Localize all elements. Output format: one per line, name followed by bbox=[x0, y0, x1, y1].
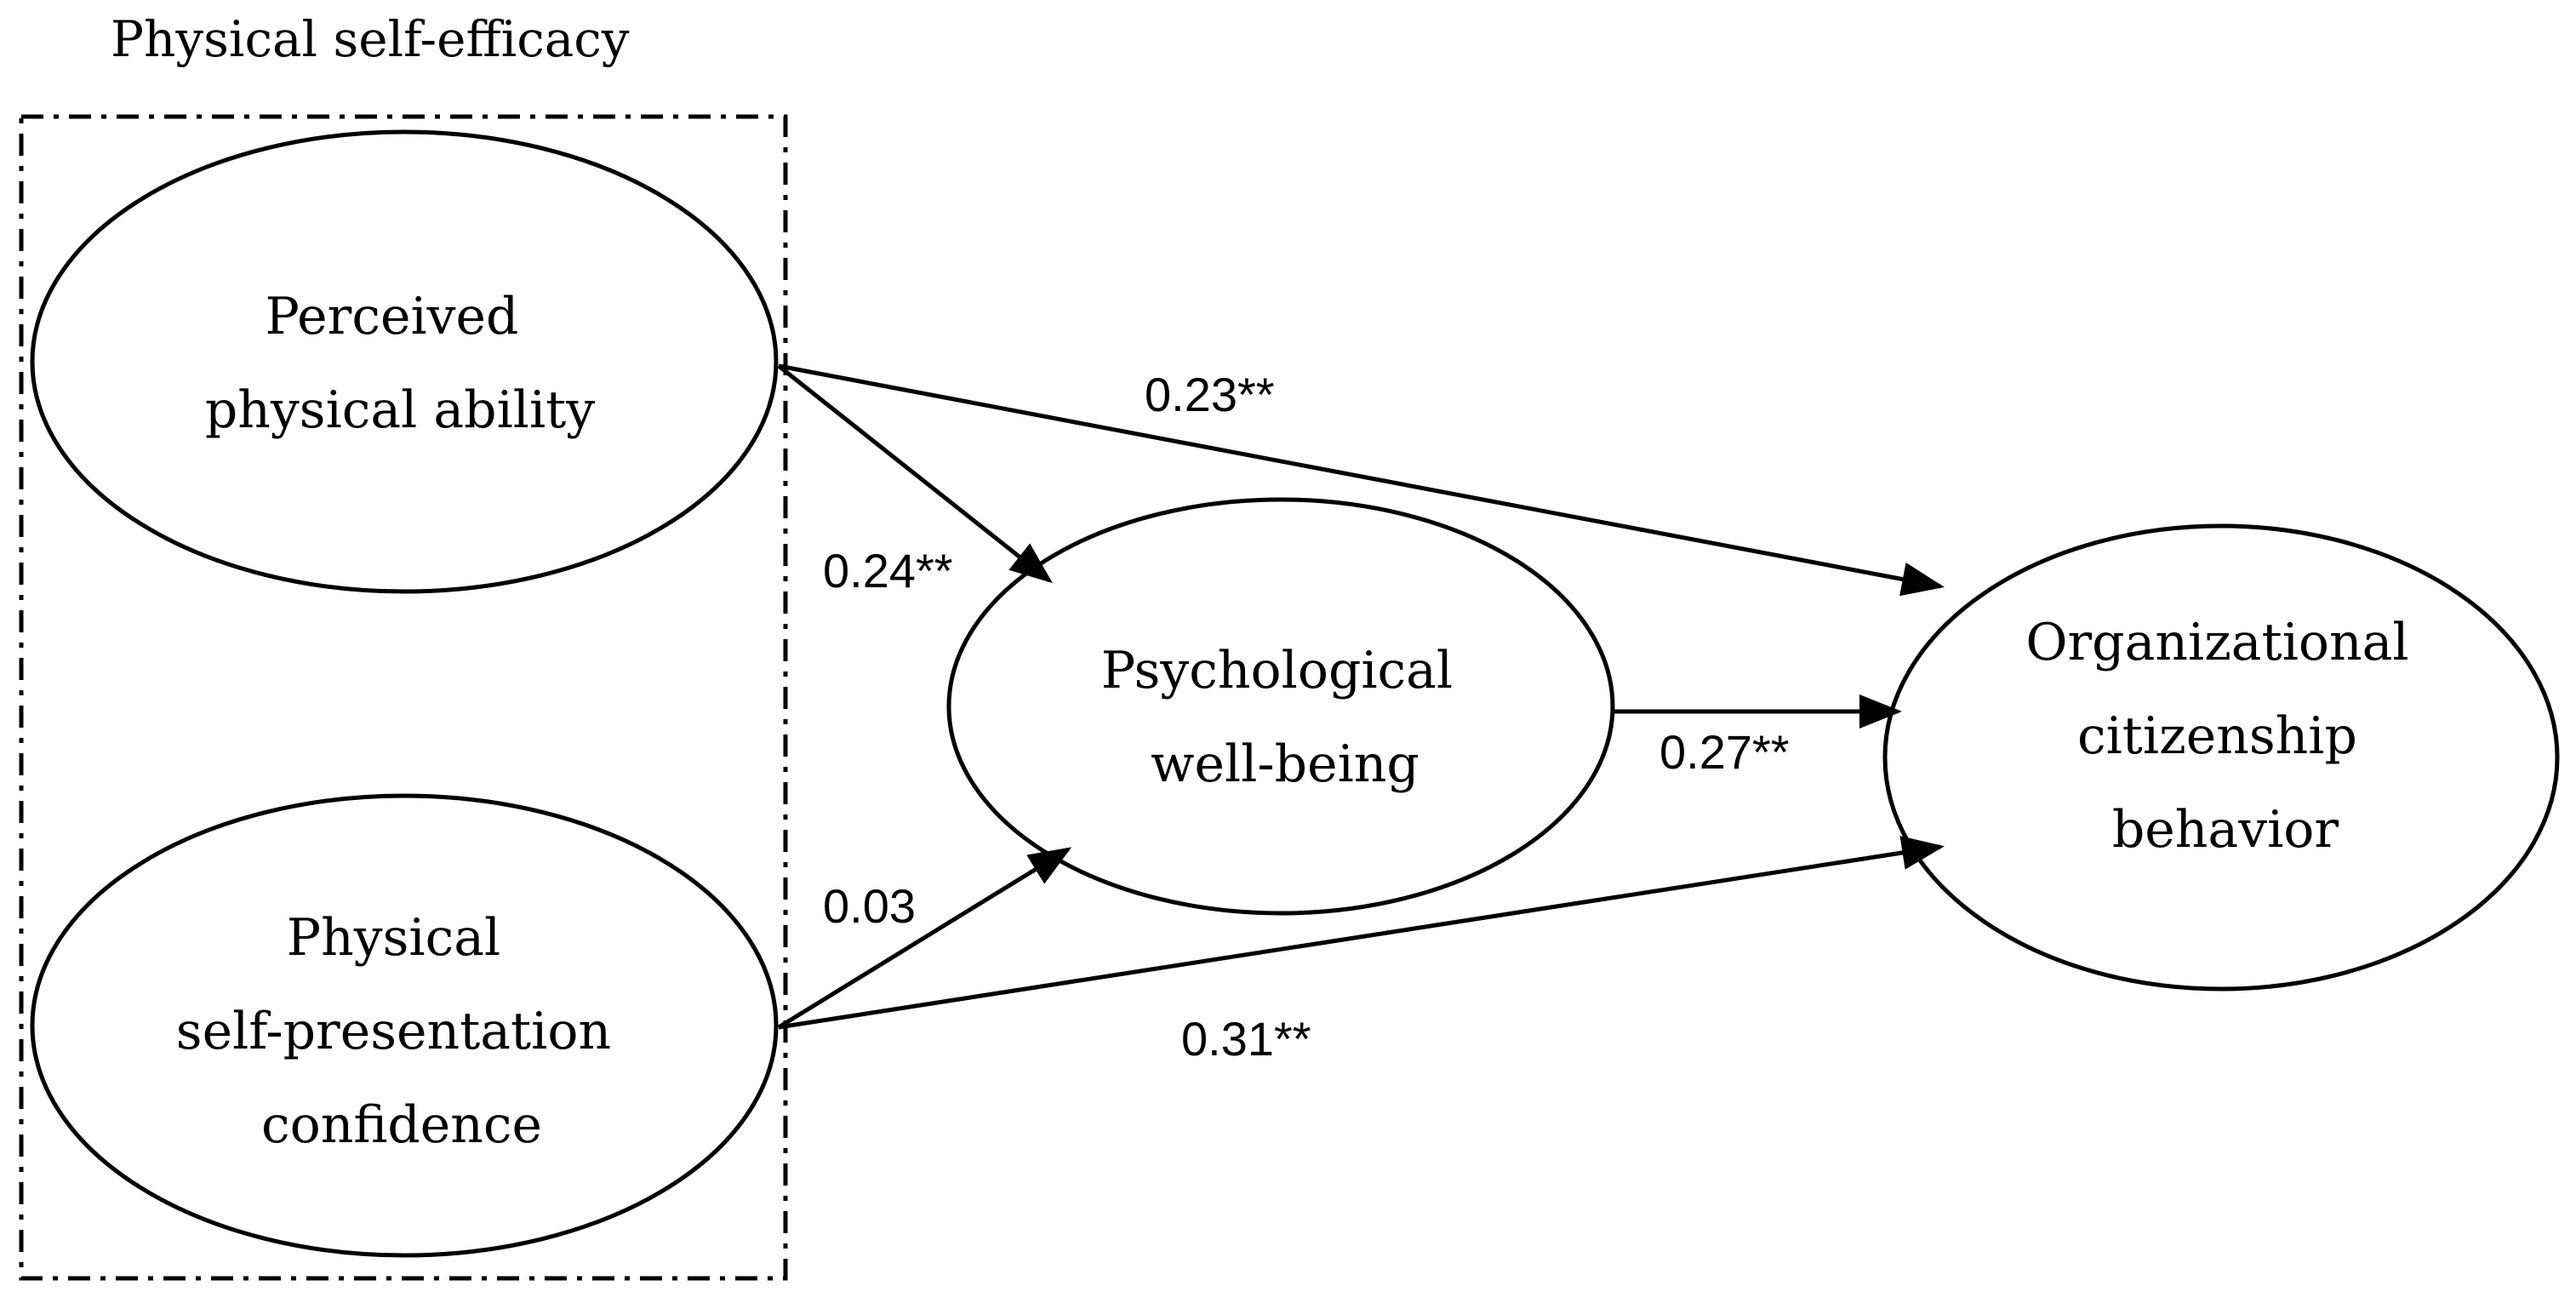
node-label-line: well-being bbox=[1151, 734, 1419, 794]
coef-confidence-to-ocb: 0.31** bbox=[1181, 1012, 1311, 1066]
organizational-citizenship-behavior-label: Organizational citizenship behavior bbox=[2025, 613, 2425, 860]
organizational-citizenship-behavior-node bbox=[1882, 523, 2560, 992]
perceived-physical-ability-label: Perceived physical ability bbox=[205, 287, 595, 440]
physical-self-presentation-confidence-label: Physical self-presentation confidence bbox=[176, 908, 627, 1155]
perceived-physical-ability-node bbox=[30, 129, 779, 594]
coef-confidence-to-wellbeing: 0.03 bbox=[823, 879, 916, 933]
coef-wellbeing-to-ocb: 0.27** bbox=[1659, 725, 1790, 779]
physical-self-efficacy-group-box bbox=[19, 114, 788, 1281]
node-label-line: Organizational bbox=[2025, 613, 2408, 672]
node-label-line: Physical bbox=[287, 908, 500, 968]
node-label-line: physical ability bbox=[205, 380, 595, 440]
node-label-line: citizenship bbox=[2077, 706, 2357, 766]
physical-self-presentation-confidence-node bbox=[30, 793, 779, 1258]
group-title: Physical self-efficacy bbox=[111, 10, 630, 68]
arrow-confidence-to-ocb bbox=[778, 836, 1945, 1030]
arrow-ability-to-wellbeing bbox=[777, 364, 1053, 584]
arrow-confidence-to-wellbeing bbox=[777, 847, 1072, 1030]
coef-ability-to-wellbeing: 0.24** bbox=[823, 544, 953, 597]
coef-ability-to-ocb: 0.23** bbox=[1145, 368, 1275, 421]
arrow-ability-to-ocb bbox=[778, 363, 1945, 597]
node-label-line: self-presentation bbox=[176, 1002, 611, 1061]
psychological-well-being-node bbox=[946, 497, 1615, 916]
node-label-line: behavior bbox=[2112, 800, 2339, 860]
node-label-line: Psychological bbox=[1101, 641, 1453, 700]
node-label-line: confidence bbox=[261, 1095, 542, 1155]
node-label-line: Perceived bbox=[265, 287, 518, 346]
psychological-well-being-label: Psychological well-being bbox=[1101, 641, 1469, 794]
